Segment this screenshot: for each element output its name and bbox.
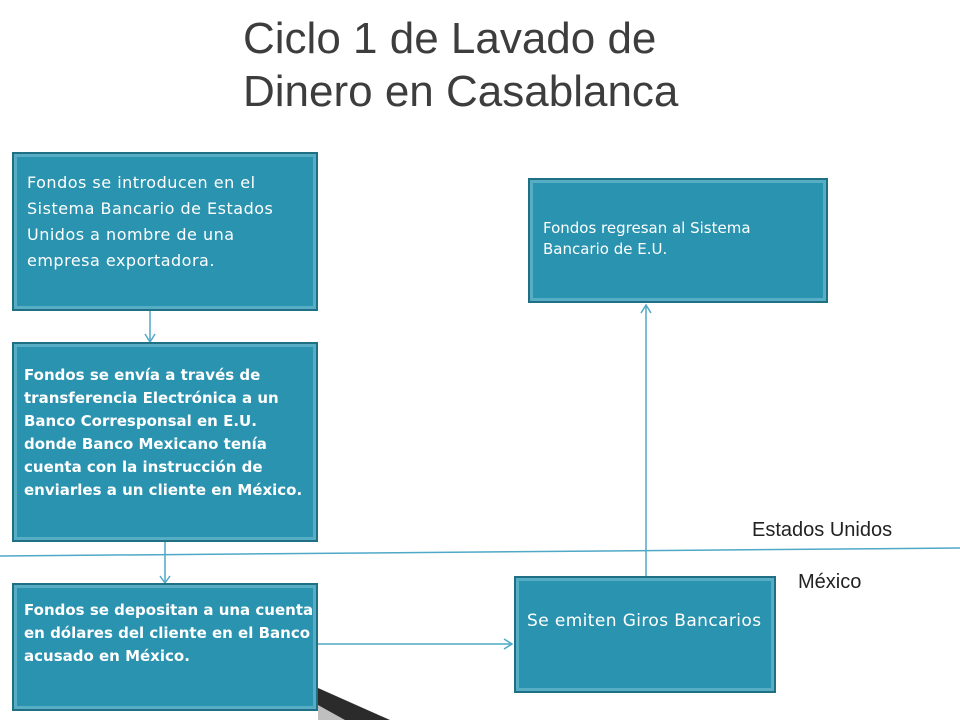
step-deposit-mexico-box: Fondos se depositan a una cuenta en dóla… xyxy=(12,583,318,711)
region-label-us: Estados Unidos xyxy=(752,519,893,541)
corner-wedge-dark xyxy=(318,688,390,720)
title-line-1: Ciclo 1 de Lavado de xyxy=(243,14,657,63)
title-line-2: Dinero en Casablanca xyxy=(243,67,679,116)
step-funds-return-text: Fondos regresan al Sistema Bancario de E… xyxy=(543,219,751,258)
page-title: Ciclo 1 de Lavado de Dinero en Casablanc… xyxy=(243,12,843,118)
step-funds-introduced-box: Fondos se introducen en el Sistema Banca… xyxy=(12,152,318,311)
arrowhead-box5-box4 xyxy=(640,303,652,314)
arrowhead-box3-box5 xyxy=(503,638,514,650)
us-mexico-border-line xyxy=(0,547,960,557)
region-label-mexico: México xyxy=(798,571,862,593)
step-bank-drafts-text: Se emiten Giros Bancarios xyxy=(527,611,762,631)
step-funds-introduced-text: Fondos se introducen en el Sistema Banca… xyxy=(27,173,274,270)
step-bank-drafts-box: Se emiten Giros Bancarios xyxy=(514,576,776,693)
corner-wedge-light xyxy=(318,705,345,720)
step-deposit-mexico-text: Fondos se depositan a una cuenta en dóla… xyxy=(24,601,314,665)
step-wire-transfer-box: Fondos se envía a través de transferenci… xyxy=(12,342,318,542)
step-funds-return-box: Fondos regresan al Sistema Bancario de E… xyxy=(528,178,828,303)
step-wire-transfer-text: Fondos se envía a través de transferenci… xyxy=(24,366,303,499)
